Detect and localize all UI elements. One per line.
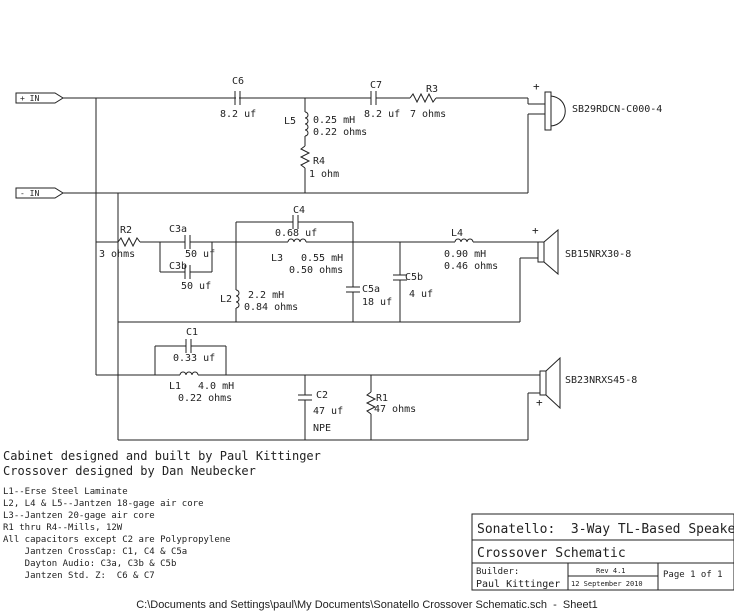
credits-crossover: Crossover designed by Dan Neubecker <box>3 464 256 478</box>
r1-ref: R1 <box>376 393 388 404</box>
c2-type: NPE <box>313 423 331 434</box>
c7-ref: C7 <box>370 80 382 91</box>
c3a-ref: C3a <box>169 224 187 235</box>
notes-list: L1--Erse Steel Laminate L2, L4 & L5--Jan… <box>3 487 231 581</box>
title-block-title: Sonatello: 3-Way TL-Based Speake <box>477 522 734 537</box>
tweeter-model: SB29RDCN-C000-4 <box>572 104 662 115</box>
rev-label: Rev 4.1 <box>596 567 626 575</box>
tweeter-plus: + <box>533 80 540 93</box>
title-block <box>471 513 734 591</box>
r1-resistor <box>365 391 377 415</box>
plus-input-flag <box>15 92 96 104</box>
c7-value: 8.2 uf <box>364 109 400 120</box>
l1-inductor <box>179 371 199 376</box>
mid-model: SB15NRX30-8 <box>565 249 631 260</box>
c2-value: 47 uf <box>313 406 343 417</box>
l5-resistance: 0.22 ohms <box>313 127 367 138</box>
credits-cabinet: Cabinet designed and built by Paul Kitti… <box>3 449 321 463</box>
builder-name: Paul Kittinger <box>476 579 560 590</box>
r4-value: 1 ohm <box>309 169 339 180</box>
l4-resistance: 0.46 ohms <box>444 261 498 272</box>
l4-inductance: 0.90 mH <box>444 249 486 260</box>
c5a-value: 18 uf <box>362 297 392 308</box>
c3a-value: 50 uf <box>185 249 215 260</box>
note-line: Jantzen CrossCap: C1, C4 & C5a <box>3 547 187 557</box>
c3b-value: 50 uf <box>181 281 211 292</box>
minus-rail <box>117 192 528 441</box>
l1-resistance: 0.22 ohms <box>178 393 232 404</box>
note-line: R1 thru R4--Mills, 12W <box>3 523 123 533</box>
c3b-ref: C3b <box>169 261 187 272</box>
page-label: Page 1 of 1 <box>663 570 723 580</box>
c5a-ref: C5a <box>362 284 380 295</box>
r2-value: 3 ohms <box>99 249 135 260</box>
l3-inductance: 0.55 mH <box>301 253 343 264</box>
note-line: L2, L4 & L5--Jantzen 18-gage air core <box>3 499 203 509</box>
date-label: 12 September 2010 <box>571 580 643 588</box>
woofer-driver <box>539 356 561 410</box>
l2-inductor <box>235 289 240 309</box>
title-block-subtitle: Crossover Schematic <box>477 546 626 561</box>
minus-input-flag <box>15 187 118 199</box>
note-line: L3--Jantzen 20-gage air core <box>3 511 155 521</box>
mid-driver <box>537 228 559 276</box>
l1-ref: L1 <box>169 381 181 392</box>
c6-value: 8.2 uf <box>220 109 256 120</box>
l2-ref: L2 <box>220 294 232 305</box>
r3-ref: R3 <box>426 84 438 95</box>
builder-label: Builder: <box>476 567 519 577</box>
l5-inductor <box>304 111 309 137</box>
l2-resistance: 0.84 ohms <box>244 302 298 313</box>
tweeter-driver <box>544 91 566 131</box>
l5-ref: L5 <box>284 116 296 127</box>
c5b-value: 4 uf <box>409 289 433 300</box>
c4-value: 0.68 uf <box>275 228 317 239</box>
r3-value: 7 ohms <box>410 109 446 120</box>
l1-inductance: 4.0 mH <box>198 381 234 392</box>
mid-plus: + <box>532 224 539 237</box>
note-line: L1--Erse Steel Laminate <box>3 487 128 497</box>
l2-inductance: 2.2 mH <box>248 290 284 301</box>
r3-resistor <box>409 92 437 104</box>
l3-ref: L3 <box>271 253 283 264</box>
l4-ref: L4 <box>451 228 463 239</box>
c2-ref: C2 <box>316 390 328 401</box>
note-line: Dayton Audio: C3a, C3b & C5b <box>3 559 176 569</box>
woofer-model: SB23NRXS45-8 <box>565 375 637 386</box>
c4-ref: C4 <box>293 205 305 216</box>
c1-value: 0.33 uf <box>173 353 215 364</box>
footer-file-path: C:\Documents and Settings\paul\My Docume… <box>136 599 598 611</box>
r2-resistor <box>117 236 141 248</box>
c1-ref: C1 <box>186 327 198 338</box>
r2-ref: R2 <box>120 225 132 236</box>
c5b-ref: C5b <box>405 272 423 283</box>
plus-input-label: + IN <box>20 94 39 103</box>
l4-inductor <box>454 238 474 243</box>
l3-resistance: 0.50 ohms <box>289 265 343 276</box>
r4-resistor <box>299 145 311 169</box>
c6-ref: C6 <box>232 76 244 87</box>
r4-ref: R4 <box>313 156 325 167</box>
r1-value: 47 ohms <box>374 404 416 415</box>
note-line: All capacitors except C2 are Polypropyle… <box>3 535 231 545</box>
plus-rail <box>95 97 365 375</box>
note-line: Jantzen Std. Z: C6 & C7 <box>3 571 155 581</box>
woofer-plus: + <box>536 396 543 409</box>
l5-inductance: 0.25 mH <box>313 115 355 126</box>
minus-input-label: - IN <box>20 189 39 198</box>
l3-inductor <box>287 238 307 243</box>
